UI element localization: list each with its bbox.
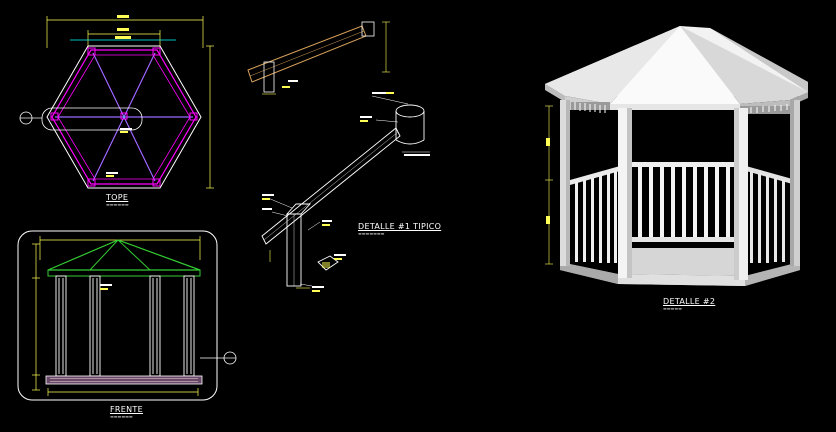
front-base-slab: [45, 375, 203, 385]
rafter-post: [263, 61, 275, 93]
top-post-markers: [50, 47, 198, 187]
front-slab-hatch: [50, 378, 198, 382]
detail1-view-scale-mark: ▬▬▬▬▬▬▬: [358, 231, 385, 236]
top-view-dimensions: [46, 16, 214, 189]
front-view: [17, 230, 237, 401]
top-notes: [106, 128, 132, 177]
rafter-end-block: [361, 21, 375, 37]
detail1-view-label: DETALLE #1 TIPICO: [358, 222, 442, 231]
detail1-view: [261, 92, 430, 292]
top-section-callout: [41, 107, 143, 131]
rafter-detail: [247, 21, 390, 95]
detail2-posts: [560, 100, 800, 280]
top-view-scale-mark: ▬▬▬▬▬▬: [106, 202, 129, 207]
top-view-label: TOPE: [106, 193, 129, 202]
detail1-rafter: [261, 127, 401, 245]
detail2-dimensions: [545, 105, 553, 265]
top-view-dim-text: [115, 15, 131, 39]
top-rafter-centerlines: [55, 52, 193, 182]
detail2-view: [545, 26, 808, 286]
front-dimensions: [32, 236, 201, 396]
front-fascia: [47, 269, 201, 277]
front-view-label: FRENTE: [110, 405, 143, 414]
top-view: [19, 15, 214, 189]
top-outer-hex: [46, 45, 202, 189]
top-magenta-hex-outer: [51, 49, 197, 185]
detail2-view-label: DETALLE #2: [663, 297, 716, 306]
detail2-view-scale-mark: ▬▬▬▬▬: [663, 306, 682, 311]
front-view-scale-mark: ▬▬▬▬▬▬: [110, 414, 133, 419]
front-frame: [17, 230, 218, 401]
